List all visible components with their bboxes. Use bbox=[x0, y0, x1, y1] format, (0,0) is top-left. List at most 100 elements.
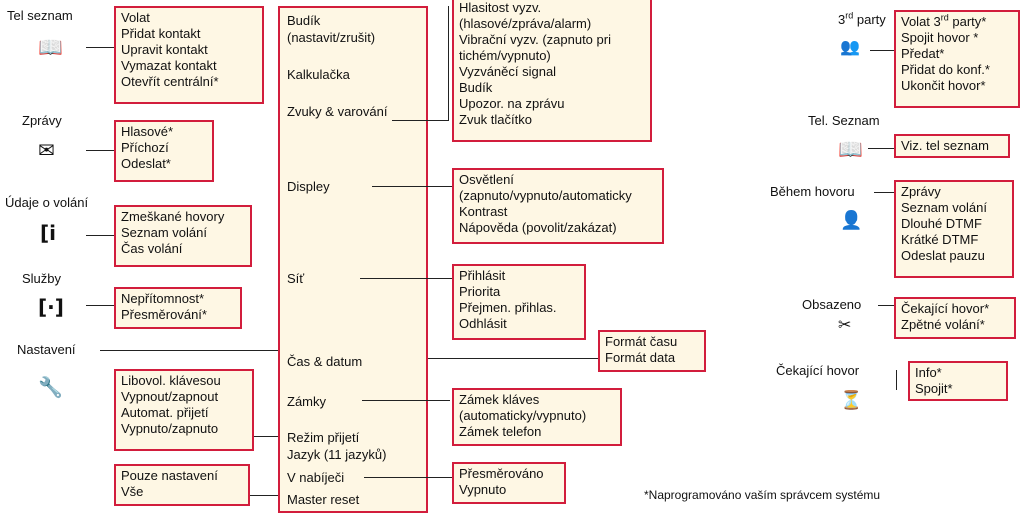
box-sluzby: Nepřítomnost* Přesměrování* bbox=[114, 287, 242, 329]
box-item: Zámek kláves bbox=[459, 392, 540, 407]
box-item: Vypnuto bbox=[459, 482, 507, 497]
box-item: Přesměrování* bbox=[121, 307, 207, 322]
box-zamky: Zámek kláves (automaticky/vypnuto) Zámek… bbox=[452, 388, 622, 446]
box-item: Hlasitost vyzv. bbox=[459, 0, 542, 15]
box-tel-seznam: Volat Přidat kontakt Upravit kontakt Vym… bbox=[114, 6, 264, 104]
section-cekajici: Čekající hovor bbox=[776, 363, 860, 378]
box-item: Vyzváněcí signal bbox=[459, 64, 557, 79]
box-item: Budík bbox=[459, 80, 493, 95]
conference-icon: 👥 bbox=[840, 37, 860, 56]
box-item: Zámek telefon bbox=[459, 424, 542, 439]
box-item: Nápověda (povolit/zakázat) bbox=[459, 220, 617, 235]
third-sup: rd bbox=[845, 10, 854, 21]
section-udaje: Údaje o volání bbox=[5, 195, 89, 210]
box-item: Zpětné volání* bbox=[901, 317, 985, 332]
box-item: (zapnuto/vypnuto/automaticky bbox=[459, 188, 632, 203]
box-item: Formát data bbox=[605, 350, 676, 365]
box-item: Libovol. klávesou bbox=[121, 373, 221, 388]
connector bbox=[428, 358, 598, 359]
nastaveni-line bbox=[100, 350, 278, 351]
box-item: Seznam volání bbox=[121, 225, 207, 240]
connector bbox=[362, 400, 450, 401]
services-icon: [·] bbox=[38, 295, 64, 319]
menu-reset: Master reset bbox=[287, 492, 360, 507]
menu-zvuky: Zvuky & varování bbox=[287, 104, 388, 119]
menu-zamky: Zámky bbox=[287, 394, 326, 409]
connector bbox=[86, 305, 114, 306]
box-item: (automaticky/vypnuto) bbox=[459, 408, 587, 423]
menu-displej: Displey bbox=[287, 179, 330, 194]
box-item: Volat bbox=[121, 10, 150, 25]
box-item: Otevřít centrální* bbox=[121, 74, 219, 89]
box-item: Odhlásit bbox=[459, 316, 507, 331]
box-item: Priorita bbox=[459, 284, 501, 299]
connector bbox=[868, 148, 894, 149]
footnote: *Naprogramováno vaším správcem systému bbox=[644, 488, 881, 502]
connector bbox=[874, 192, 894, 193]
section-obsazeno: Obsazeno bbox=[802, 297, 862, 312]
box-obsazeno: Čekající hovor* Zpětné volání* bbox=[894, 297, 1016, 339]
box-displej: Osvětlení (zapnuto/vypnuto/automaticky K… bbox=[452, 168, 664, 244]
connector bbox=[434, 186, 452, 187]
box-item: Ukončit hovor* bbox=[901, 78, 986, 93]
box-item: tichém/vypnuto) bbox=[459, 48, 551, 63]
box-item: Viz. tel seznam bbox=[901, 138, 989, 153]
menu-rezim: Režim přijetí bbox=[287, 430, 360, 445]
menu-budik: Budík bbox=[287, 13, 321, 28]
connector bbox=[392, 120, 448, 121]
connector bbox=[896, 370, 897, 390]
connector bbox=[86, 150, 114, 151]
box-item: Nepřítomnost* bbox=[121, 291, 205, 306]
box-item: Vibrační vyzv. (zapnuto pri bbox=[459, 32, 611, 47]
box-item: Odeslat* bbox=[121, 156, 171, 171]
box-item: Odeslat pauzu bbox=[901, 248, 985, 263]
box-item: (hlasové/zpráva/alarm) bbox=[459, 16, 592, 31]
box-cas: Formát času Formát data bbox=[598, 330, 706, 372]
in-call-icon: 👤 bbox=[840, 210, 863, 231]
phonebook-icon-2: 📖 bbox=[838, 137, 863, 161]
box-item: Přesměrováno bbox=[459, 466, 544, 481]
connector bbox=[364, 477, 452, 478]
box-item: Přejmen. přihlas. bbox=[459, 300, 557, 315]
box-zvuky: Hlasitost vyzv. (hlasové/zpráva/alarm) V… bbox=[452, 0, 652, 142]
box-item: Příchozí bbox=[121, 140, 169, 155]
box-zpravy: Hlasové* Příchozí Odeslat* bbox=[114, 120, 214, 182]
section-tel-seznam-2: Tel. Seznam bbox=[808, 113, 880, 128]
box-third-party: Volat 3rd party* Spojit hovor * Předat* … bbox=[894, 10, 1020, 108]
connector bbox=[86, 47, 114, 48]
menu-budik-sub: (nastavit/zrušit) bbox=[287, 30, 376, 45]
box-item: Krátké DTMF bbox=[901, 232, 979, 247]
box-item: Zmeškané hovory bbox=[121, 209, 225, 224]
section-tel-seznam: Tel seznam bbox=[7, 8, 73, 23]
section-sluzby: Služby bbox=[22, 271, 62, 286]
box-item: Seznam volání bbox=[901, 200, 987, 215]
box-behem: Zprávy Seznam volání Dlouhé DTMF Krátké … bbox=[894, 180, 1014, 278]
section-zpravy: Zprávy bbox=[22, 113, 62, 128]
box-item: Přidat kontakt bbox=[121, 26, 201, 41]
connector bbox=[870, 50, 894, 51]
wrench-icon: 🔧 bbox=[38, 375, 63, 399]
box-item: Pouze nastavení bbox=[121, 468, 218, 483]
menu-kalkulacka: Kalkulačka bbox=[287, 67, 350, 82]
connector bbox=[250, 495, 278, 496]
box-item: Zvuk tlačítko bbox=[459, 112, 532, 127]
box-klavesnice: Libovol. klávesou Vypnout/zapnout Automa… bbox=[114, 369, 254, 451]
box-tel-seznam-2: Viz. tel seznam bbox=[894, 134, 1010, 158]
box-item: Vypnout/zapnout bbox=[121, 389, 219, 404]
box-nabijec: Přesměrováno Vypnuto bbox=[452, 462, 566, 504]
connector bbox=[432, 278, 452, 279]
connector bbox=[372, 186, 434, 187]
connector bbox=[360, 278, 432, 279]
menu-nabijec: V nabíječi bbox=[287, 470, 345, 485]
box-reset: Pouze nastavení Vše bbox=[114, 464, 250, 506]
busy-icon: ✂ bbox=[838, 315, 852, 334]
box-item: Vše bbox=[121, 484, 144, 499]
box-item: Info* bbox=[915, 365, 942, 380]
menu-sit: Síť bbox=[287, 271, 305, 286]
section-third-party: 3rd party bbox=[838, 10, 886, 28]
envelope-icon: ✉ bbox=[38, 138, 55, 162]
box-item: Čekající hovor* bbox=[901, 301, 990, 316]
connector bbox=[448, 6, 449, 121]
box-cekajici: Info* Spojit* bbox=[908, 361, 1008, 401]
box-item: Osvětlení bbox=[459, 172, 514, 187]
